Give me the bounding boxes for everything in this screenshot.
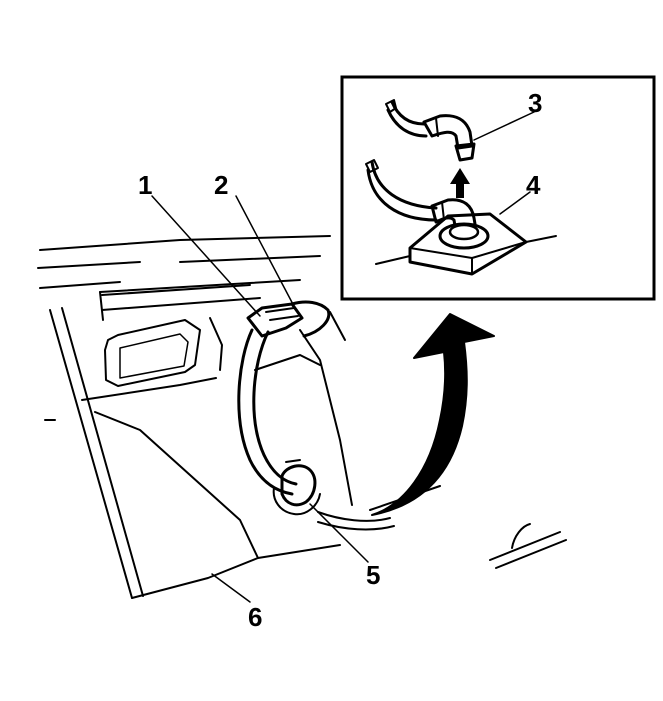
leader-lines <box>151 111 535 603</box>
callout-3: 3 <box>528 88 542 118</box>
trim-panel <box>37 235 353 599</box>
inset-hose <box>365 159 478 234</box>
callout-5: 5 <box>366 560 380 590</box>
leader-6 <box>211 573 251 603</box>
panel-upper-trim <box>101 284 261 311</box>
callout-6: 6 <box>248 602 262 632</box>
drain-hose <box>237 328 298 496</box>
leader-4 <box>499 191 531 215</box>
callout-2: 2 <box>214 170 228 200</box>
leader-1 <box>151 195 261 317</box>
hose-upper-connector <box>246 300 331 338</box>
leader-5 <box>309 503 369 563</box>
grommet-base <box>375 212 557 276</box>
detail-inset <box>340 75 656 301</box>
curved-arrow <box>371 313 495 516</box>
leader-2 <box>235 195 297 311</box>
floor-lines <box>317 485 567 569</box>
leader-3 <box>473 111 535 141</box>
callout-4: 4 <box>526 170 541 200</box>
panel-opening <box>104 317 223 387</box>
up-arrow <box>450 168 470 198</box>
lower-grommet <box>272 459 321 516</box>
removed-elbow-connector <box>385 99 476 162</box>
callout-1: 1 <box>138 170 152 200</box>
